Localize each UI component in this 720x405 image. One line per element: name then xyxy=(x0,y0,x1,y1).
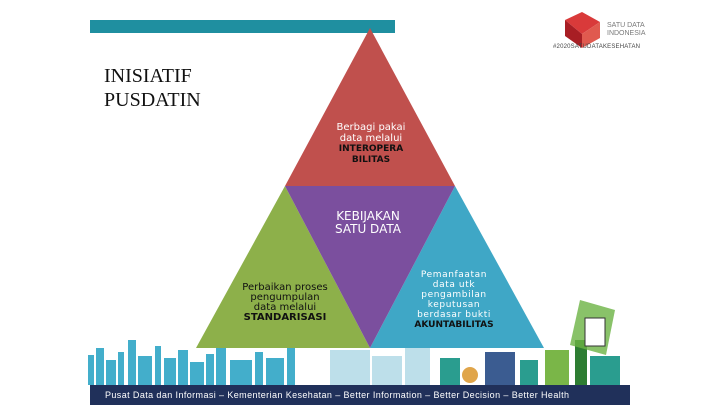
label-kebijakan-satu-data: KEBIJAKAN SATU DATA xyxy=(318,210,418,236)
skyline-mid xyxy=(330,345,430,385)
footer-text: Pusat Data dan Informasi – Kementerian K… xyxy=(105,390,569,400)
label-standarisasi: Perbaikan proses pengumpulan data melalu… xyxy=(226,283,344,323)
label-interoperabilitas: Berbagi pakai data melalui INTEROPERA BI… xyxy=(326,122,416,166)
label-akuntabilitas: Pemanfaatan data utk pengambilan keputus… xyxy=(408,270,500,330)
